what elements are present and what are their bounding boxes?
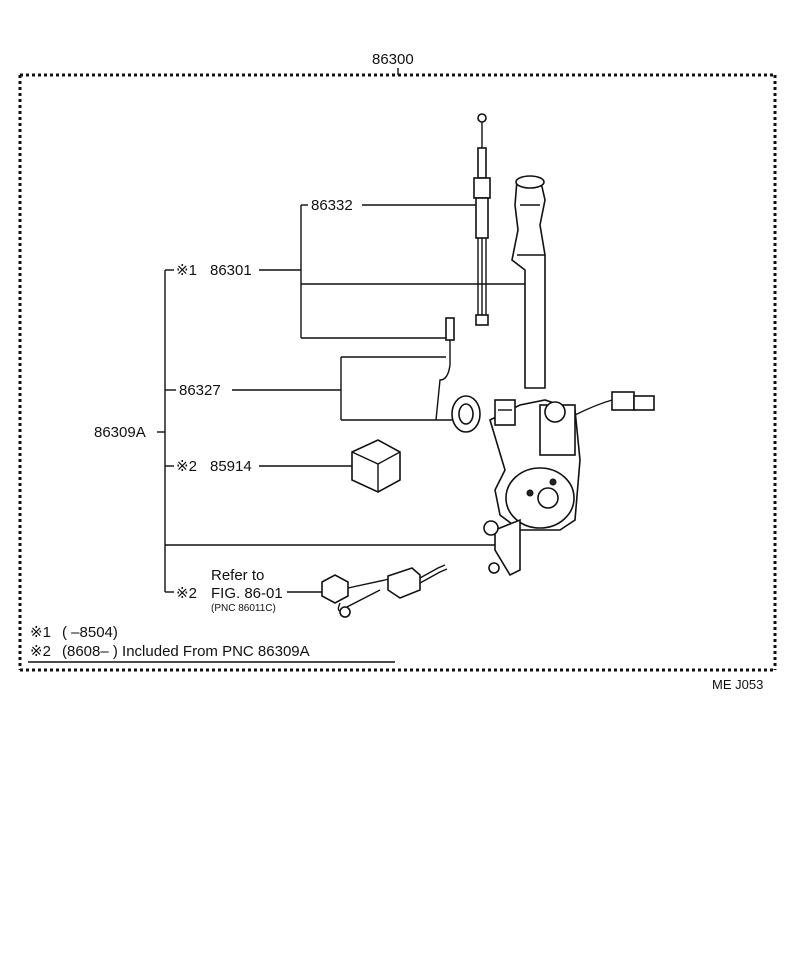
part-85914-label: 85914	[210, 458, 252, 475]
mounting-bracket	[483, 518, 521, 577]
drain-hose	[435, 317, 455, 421]
antenna-tube	[511, 175, 546, 389]
wiring-harness	[321, 564, 448, 618]
antenna-motor	[489, 391, 655, 531]
part-85914-mark: ※2	[176, 458, 197, 475]
assembly-pnc-label: 86300	[372, 51, 414, 68]
part-86301-label: 86301	[210, 262, 252, 279]
leader-lines	[157, 204, 525, 593]
reference-fig: FIG. 86-01	[211, 585, 283, 602]
reference-pnc-note: (PNC 86011C)	[211, 603, 276, 614]
reference-mark: ※2	[176, 585, 197, 602]
note-1-text: ( –8504)	[62, 624, 118, 641]
part-86332-label: 86332	[311, 197, 353, 214]
part-86309a-label: 86309A	[94, 424, 146, 441]
note-2-text: (8608– ) Included From PNC 86309A	[62, 643, 310, 660]
part-86301-mark: ※1	[176, 262, 197, 279]
part-86327-label: 86327	[179, 382, 221, 399]
note-1-mark: ※1	[30, 624, 51, 641]
note-2-mark: ※2	[30, 643, 51, 660]
refer-to-text: Refer to	[211, 567, 264, 584]
grommet	[451, 395, 481, 433]
antenna-mast	[473, 113, 491, 326]
diagram-code: ME J053	[712, 677, 763, 692]
relay-85914	[351, 439, 401, 493]
